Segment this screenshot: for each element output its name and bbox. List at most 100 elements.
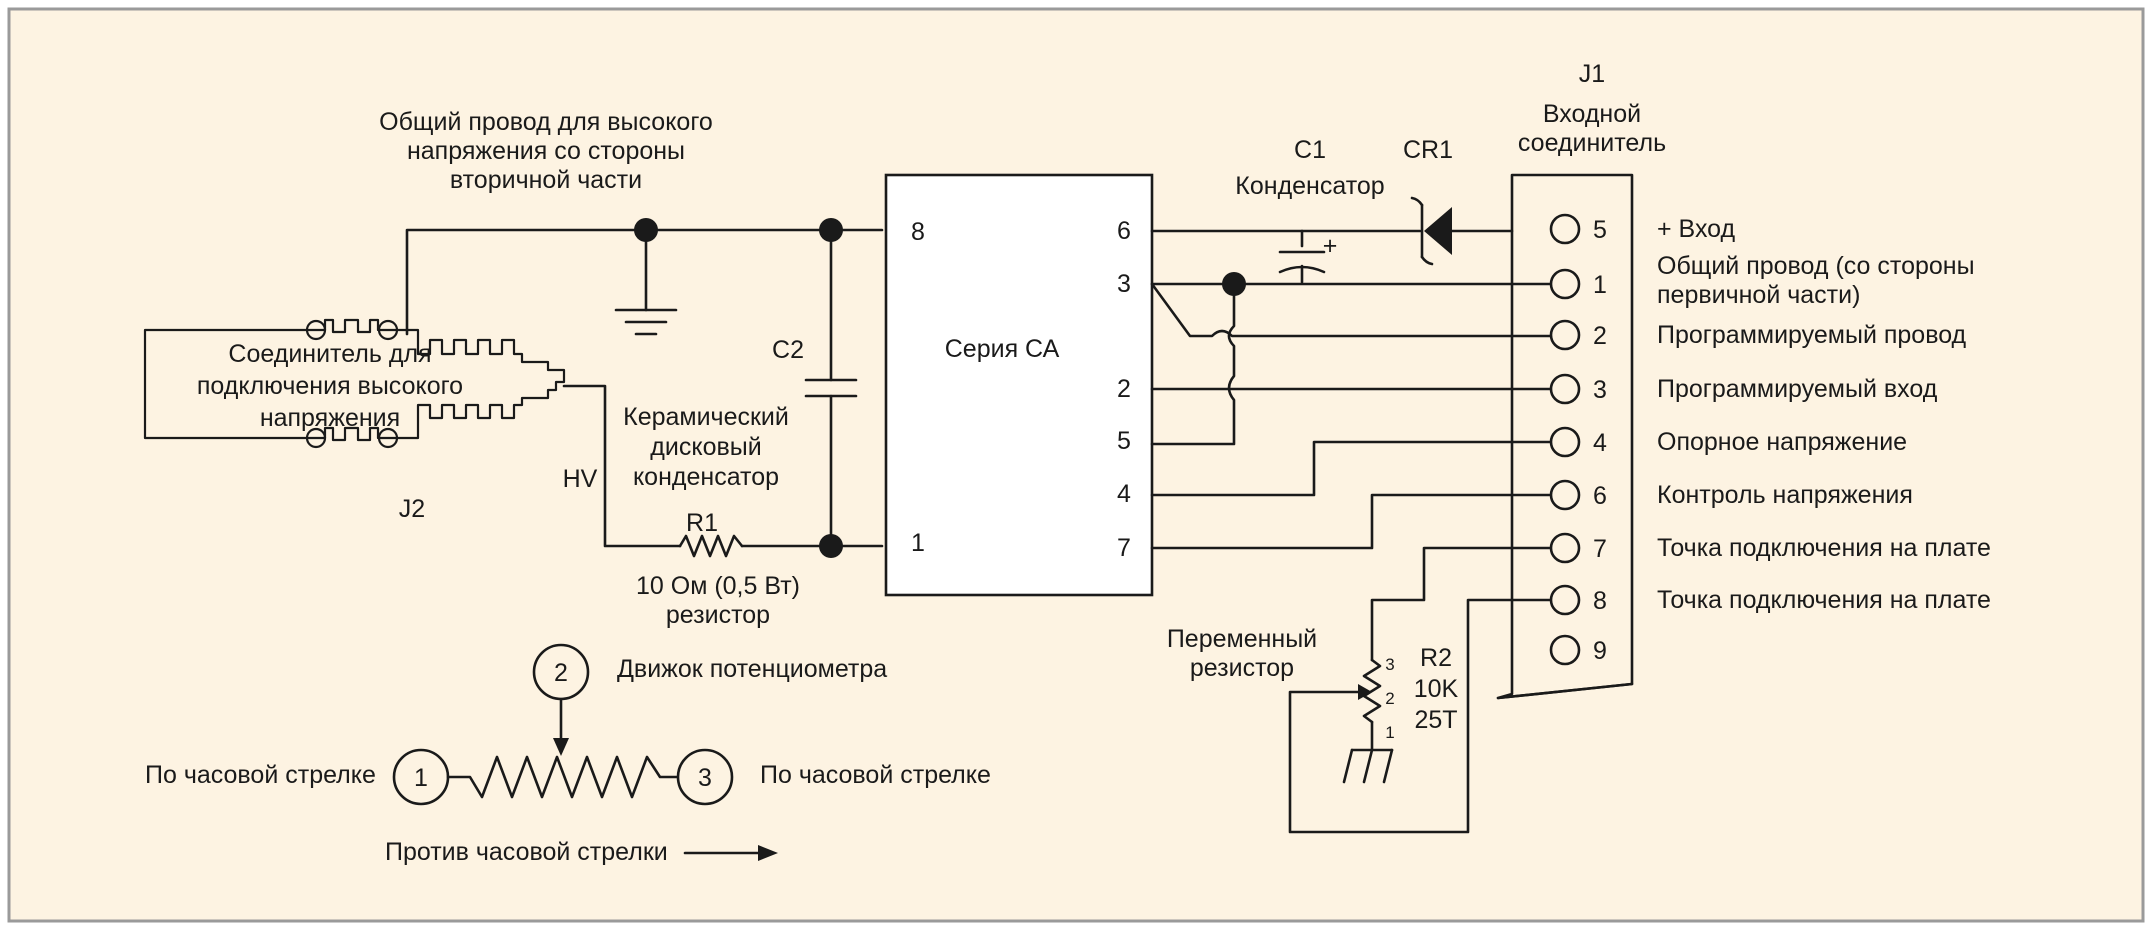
pin7-wire xyxy=(1150,493,1566,550)
j1-pin-label: Программируемый вход xyxy=(1657,375,1938,403)
r2-pin-2: 2 xyxy=(1385,689,1394,708)
ic-pin-7: 7 xyxy=(1117,534,1131,562)
j1-broken-edge xyxy=(1496,682,1634,700)
legend-direction-label: Против часовой стрелки xyxy=(385,838,668,866)
ic-name: Серия СА xyxy=(945,335,1060,363)
j2-label-line2: подключения высокого xyxy=(197,372,463,400)
j1-pin-label: + Вход xyxy=(1657,215,1736,243)
j1-pin-circle xyxy=(1549,634,1581,666)
cr1-cathode-hook-bottom xyxy=(1420,255,1434,266)
j1-pin-number: 3 xyxy=(1593,376,1607,404)
j1-pin-label-line: Программируемый провод xyxy=(1657,321,1967,349)
legend-wiper-label: Движок потенциометра xyxy=(617,655,887,683)
j1-pin-label: Опорное напряжение xyxy=(1657,428,1907,456)
j1-title-line1: Входной xyxy=(1543,100,1641,128)
j1-pin-circle xyxy=(1549,373,1581,405)
c1-capacitor-word: Конденсатор xyxy=(1235,172,1384,200)
j2-ref-label: J2 xyxy=(399,495,425,523)
c1-ref: C1 xyxy=(1294,136,1326,164)
j1-pin-number: 9 xyxy=(1593,637,1607,665)
pin3-to-j1-pin2-wire xyxy=(1150,282,1566,338)
r2-turns: 25T xyxy=(1414,706,1457,734)
ic-pin-6: 6 xyxy=(1117,217,1131,245)
j1-pin7-to-pot-wire xyxy=(1370,546,1566,662)
wiper-arrowhead xyxy=(1358,684,1372,700)
legend-wiper-num: 2 xyxy=(554,659,568,687)
hv-common-line2: напряжения со стороны xyxy=(407,137,685,165)
j1-pin-circle xyxy=(1549,268,1581,300)
hv-label: HV xyxy=(563,465,598,493)
j2-label-line1: Соединитель для xyxy=(228,340,431,368)
connector-bump-bottom-right xyxy=(377,427,399,449)
j1-pin-label-line: Общий провод (со стороны xyxy=(1657,252,1975,280)
j1-pin8-to-wiper-wire xyxy=(1288,598,1566,834)
j1-title-line2: соединитель xyxy=(1518,129,1666,157)
hv-connector-j2: Соединитель для подключения высокого нап… xyxy=(143,318,566,449)
ic-pin-1: 1 xyxy=(911,529,925,557)
ic-body xyxy=(884,173,1154,597)
j1-pin-number: 6 xyxy=(1593,482,1607,510)
ic-pin-4: 4 xyxy=(1117,480,1131,508)
j1-pin-number: 7 xyxy=(1593,535,1607,563)
r1-value-line1: 10 Ом (0,5 Вт) xyxy=(636,572,800,600)
j2-label-line3: напряжения xyxy=(260,404,400,432)
hv-common-wire xyxy=(405,228,884,336)
ceramic-line1: Керамический xyxy=(623,403,789,431)
j1-pin-label: Точка подключения на плате xyxy=(1657,534,1991,562)
node-pin3-junction xyxy=(1222,272,1246,296)
ic-pin-5: 5 xyxy=(1117,427,1131,455)
c1-plus: + xyxy=(1323,232,1338,260)
r1-resistor xyxy=(678,534,744,558)
left-wiring xyxy=(405,218,884,558)
legend-resistor xyxy=(446,755,680,799)
j1-pin-circle xyxy=(1549,479,1581,511)
c2-label: C2 xyxy=(772,336,804,364)
potentiometer-legend: 2 Движок потенциометра 1 По часовой стре… xyxy=(145,643,991,866)
cr1-label: CR1 xyxy=(1403,136,1453,164)
j1-pin-label-line: Контроль напряжения xyxy=(1657,481,1913,509)
node-c2-bottom xyxy=(819,534,843,558)
ic-pin-3: 3 xyxy=(1117,270,1131,298)
j1-pin-circle xyxy=(1549,426,1581,458)
r2-value: 10K xyxy=(1414,675,1459,703)
r2-ground-hatch-2 xyxy=(1362,748,1374,784)
j1-pin-number: 5 xyxy=(1593,216,1607,244)
r2-ground-hatch-1 xyxy=(1342,748,1354,784)
legend-left-num: 1 xyxy=(414,764,428,792)
j1-pin-label-line: Точка подключения на плате xyxy=(1657,534,1991,562)
variable-resistor-line1: Переменный xyxy=(1167,625,1317,653)
j1-pin-label: Точка подключения на плате xyxy=(1657,586,1991,614)
j1-pin-number: 1 xyxy=(1593,271,1607,299)
j1-ref: J1 xyxy=(1579,60,1605,88)
r2-ground-hatch-3 xyxy=(1382,748,1394,784)
ceramic-line2: дисковый xyxy=(650,433,761,461)
cr1-diode-triangle xyxy=(1424,207,1452,255)
r2-potentiometer xyxy=(1362,658,1382,724)
j1-pin-number: 2 xyxy=(1593,322,1607,350)
j1-pin-circle xyxy=(1549,532,1581,564)
r2-pin-3: 3 xyxy=(1385,655,1394,674)
j1-pin-label-line: Опорное напряжение xyxy=(1657,428,1907,456)
j1-pin-label: Программируемый провод xyxy=(1657,321,1967,349)
connector-bump-top-right xyxy=(377,319,399,341)
r1-label: R1 xyxy=(686,509,718,537)
ic-ca-series: Серия СА 8 1 6 3 2 5 4 7 xyxy=(884,173,1154,597)
legend-right-circle xyxy=(676,748,734,806)
j1-pin-label-line: Точка подключения на плате xyxy=(1657,586,1991,614)
connector-bump-bottom-left xyxy=(305,427,327,449)
hv-common-line1: Общий провод для высокого xyxy=(379,108,713,136)
j1-pin-label: Контроль напряжения xyxy=(1657,481,1913,509)
j1-pin-label-line: первичной части) xyxy=(1657,281,1860,309)
j1-pin-circle xyxy=(1549,584,1581,616)
input-connector-j1 xyxy=(1496,173,1634,700)
r1-value-line2: резистор xyxy=(666,601,770,629)
r2-ref: R2 xyxy=(1420,644,1452,672)
legend-left-label: По часовой стрелке xyxy=(145,761,376,789)
pin4-wire xyxy=(1150,440,1566,497)
j1-pin-circle xyxy=(1549,319,1581,351)
connector-body-outline xyxy=(143,318,566,442)
j1-pin-number: 8 xyxy=(1593,587,1607,615)
node-ground xyxy=(634,218,658,242)
